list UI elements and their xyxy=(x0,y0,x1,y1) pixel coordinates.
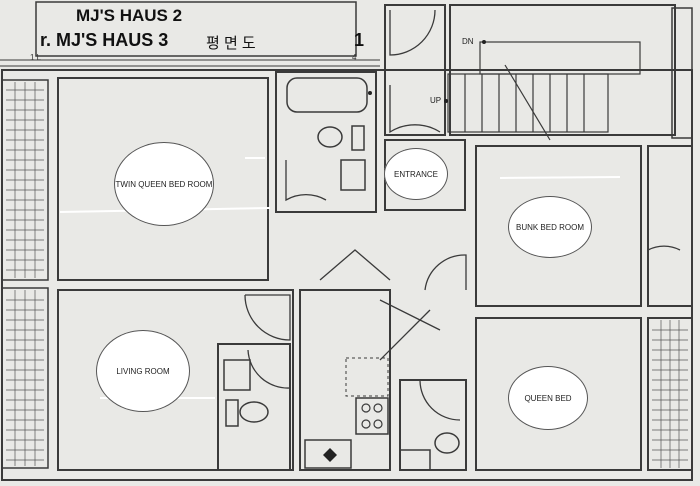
title-box xyxy=(35,1,357,57)
stair-hall xyxy=(449,4,676,136)
title-line-2-korean: 평 면 도 xyxy=(206,35,256,52)
room-label-queen-text: QUEEN BED xyxy=(524,393,572,403)
room-label-living-text: LIVING ROOM xyxy=(116,366,170,376)
sink-3 xyxy=(399,449,431,471)
bathroom-1-walls xyxy=(275,71,377,213)
door-swing-2 xyxy=(389,85,441,134)
kitchen-sink xyxy=(304,439,352,469)
twin-queen-room-walls xyxy=(57,77,269,281)
stairs-up-label: UP xyxy=(430,96,442,105)
room-label-bunk: BUNK BED ROOM xyxy=(508,196,592,258)
door-swing-hall xyxy=(319,249,391,281)
room-label-living: LIVING ROOM xyxy=(96,330,190,412)
left-balcony-top xyxy=(1,79,49,281)
bathtub xyxy=(286,77,368,113)
title-line-2: r. MJ'S HAUS 3 xyxy=(40,30,169,50)
toilet-3 xyxy=(434,432,460,454)
right-closet xyxy=(647,145,693,307)
stairs-down-label: DN xyxy=(462,37,474,46)
door-swing-8 xyxy=(419,379,461,421)
queen-bed-room-walls xyxy=(475,317,642,471)
room-label-twin-queen: TWIN QUEEN BED ROOM xyxy=(114,142,214,226)
room-label-entrance: ENTRANCE xyxy=(384,148,448,200)
room-label-queen: QUEEN BED xyxy=(508,366,588,430)
bunk-room-walls xyxy=(475,145,642,307)
door-swing-5 xyxy=(647,215,681,252)
sink-2 xyxy=(223,359,251,391)
title-line-2-number: 1 xyxy=(354,30,365,50)
sink-1 xyxy=(340,159,366,191)
kitchen-walls xyxy=(299,289,391,471)
bathroom-3-walls xyxy=(399,379,467,471)
door-swing-7 xyxy=(247,349,291,389)
door-swing-1 xyxy=(389,9,436,56)
hatch-grid xyxy=(6,82,688,468)
top-closet xyxy=(384,4,446,136)
toilet-2 xyxy=(239,401,269,423)
living-room-walls xyxy=(57,289,294,471)
room-label-twin-queen-text: TWIN QUEEN BED ROOM xyxy=(115,179,213,189)
dimension-mark-left: 1 L xyxy=(30,53,42,62)
stove xyxy=(355,397,389,435)
bathroom-2-walls xyxy=(217,343,291,471)
door-swing-4 xyxy=(424,254,467,291)
small-marks xyxy=(323,40,486,462)
door-swing-3 xyxy=(285,160,327,202)
room-label-bunk-text: BUNK BED ROOM xyxy=(515,222,584,232)
toilet-1 xyxy=(317,126,343,148)
room-label-entrance-text: ENTRANCE xyxy=(393,169,438,179)
door-swing-6 xyxy=(244,294,291,341)
right-balcony xyxy=(647,317,693,471)
staircase xyxy=(447,41,641,141)
dimension-mark-right: 4 xyxy=(352,53,357,62)
left-balcony-bottom xyxy=(1,287,49,469)
title-line-1: MJ'S HAUS 2 xyxy=(76,6,183,25)
